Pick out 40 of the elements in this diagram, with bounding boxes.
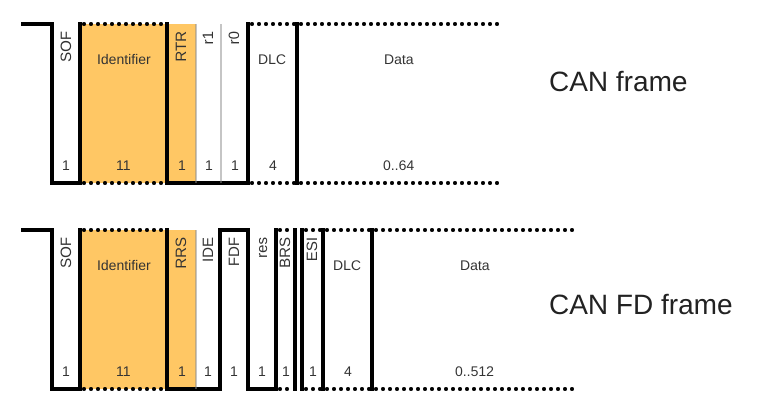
bit-field (274, 228, 297, 391)
bit-field (165, 228, 198, 391)
field-name: SOF (58, 237, 75, 268)
field-name: SOF (58, 31, 75, 62)
frame-title: CAN frame (549, 66, 688, 98)
field-name: DLC (333, 257, 362, 273)
bit-count: 1 (205, 157, 213, 173)
bit-count: 1 (282, 363, 290, 379)
bit-count: 1 (62, 363, 70, 379)
field-name: FDF (226, 237, 243, 266)
field-name: ESI (304, 237, 321, 262)
frame-title: CAN FD frame (549, 289, 733, 321)
bit-count: 1 (309, 363, 317, 379)
field-name: res (254, 237, 271, 258)
field-name: r1 (200, 31, 217, 44)
bit-count: 0..512 (455, 363, 494, 379)
field-name: RTR (173, 31, 190, 62)
field-name: BRS (277, 237, 294, 268)
bit-count: 4 (344, 363, 352, 379)
bit-field (165, 22, 198, 185)
field-name: r0 (226, 31, 243, 44)
field-name: IDE (200, 237, 217, 262)
bit-count: 1 (230, 363, 238, 379)
field-name: Data (384, 51, 414, 67)
field-name: Identifier (97, 257, 151, 273)
bit-count: 0..64 (383, 157, 414, 173)
bit-count: 11 (116, 363, 131, 379)
bit-count: 1 (178, 363, 186, 379)
bit-count: 1 (204, 363, 212, 379)
field-name: RRS (173, 237, 190, 269)
bit-field (295, 22, 502, 185)
field-name: Data (460, 257, 490, 273)
field-name: DLC (258, 51, 286, 67)
bit-count: 1 (231, 157, 239, 173)
field-name: Identifier (97, 51, 151, 67)
bit-count: 11 (116, 157, 131, 173)
bit-count: 4 (269, 157, 277, 173)
bit-count: 1 (178, 157, 186, 173)
bit-count: 1 (258, 363, 266, 379)
bit-count: 1 (62, 157, 70, 173)
